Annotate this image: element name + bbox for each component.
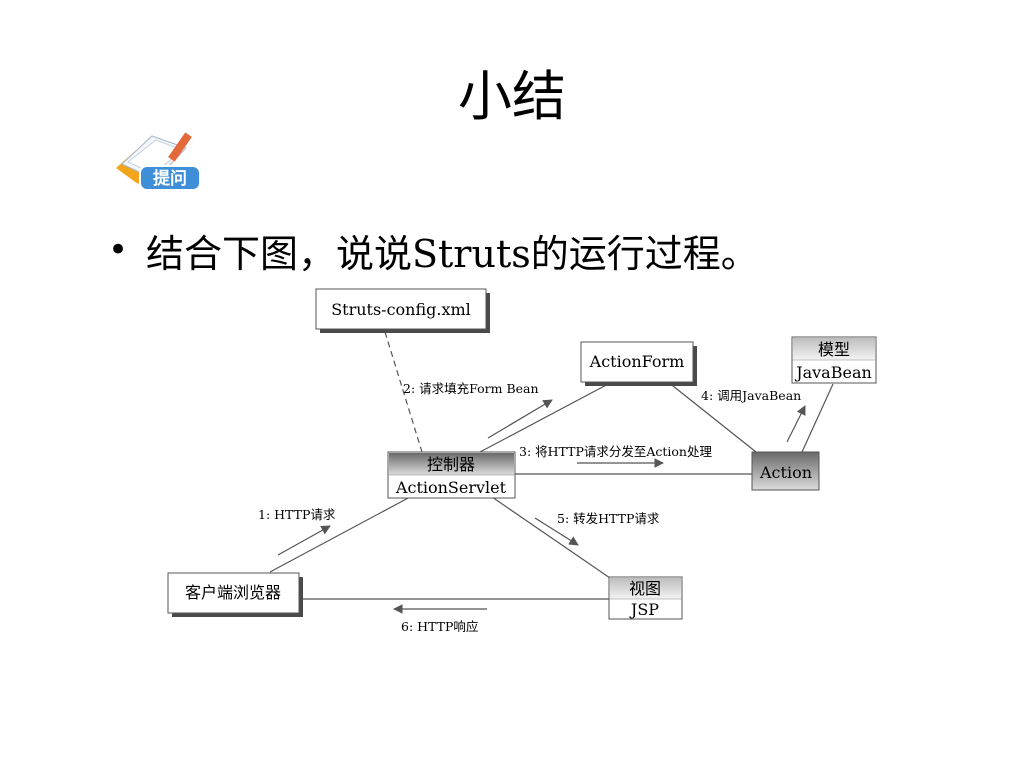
node-actionform-label: ActionForm <box>589 352 685 371</box>
node-action-label: Action <box>759 463 812 482</box>
edge-label-step4: 4: 调用JavaBean <box>701 388 801 403</box>
node-view-jsp: 视图 JSP <box>608 576 683 620</box>
arrow-step4 <box>786 405 806 443</box>
edge-label-step5: 5: 转发HTTP请求 <box>557 511 660 526</box>
edge-label-step2: 2: 请求填充Form Bean <box>403 381 539 396</box>
question-icon: 提问 <box>112 128 204 196</box>
connector-lines <box>269 331 834 600</box>
line-actionform-action <box>667 381 757 453</box>
line-controller-actionform <box>479 381 613 453</box>
arrow-step2 <box>487 399 553 439</box>
line-controller-view <box>491 496 611 579</box>
node-model-title: 模型 <box>818 340 850 359</box>
bullet-dot: • <box>108 230 129 270</box>
question-icon-label: 提问 <box>153 168 187 189</box>
bullet-item: • 结合下图，说说Struts的运行过程。 <box>108 222 759 278</box>
bullet-text: 结合下图，说说Struts的运行过程。 <box>146 231 759 276</box>
arrow-step5 <box>534 517 579 546</box>
edge-label-step6: 6: HTTP响应 <box>401 619 478 634</box>
node-view-title: 视图 <box>629 579 661 598</box>
line-controller-browser <box>269 496 411 573</box>
node-actionform: ActionForm <box>580 341 697 386</box>
edge-label-step3: 3: 将HTTP请求分发至Action处理 <box>519 444 712 459</box>
node-controller-sub: ActionServlet <box>395 478 507 497</box>
node-browser: 客户端浏览器 <box>167 572 303 617</box>
slide-title: 小结 <box>458 65 566 128</box>
node-view-sub: JSP <box>629 600 659 619</box>
node-struts-config: Struts-config.xml <box>315 288 490 333</box>
direction-arrows <box>277 399 806 614</box>
dashed-config-link <box>384 331 423 453</box>
node-controller: 控制器 ActionServlet <box>387 451 516 499</box>
node-action: Action <box>751 451 820 491</box>
node-browser-label: 客户端浏览器 <box>185 583 281 602</box>
arrow-step1 <box>277 525 331 556</box>
node-model-javabean: 模型 JavaBean <box>791 336 877 384</box>
node-model-sub: JavaBean <box>794 363 872 382</box>
node-struts-config-label: Struts-config.xml <box>331 300 471 319</box>
line-action-model <box>801 383 834 453</box>
node-controller-title: 控制器 <box>427 455 475 474</box>
edge-label-step1: 1: HTTP请求 <box>258 507 336 522</box>
